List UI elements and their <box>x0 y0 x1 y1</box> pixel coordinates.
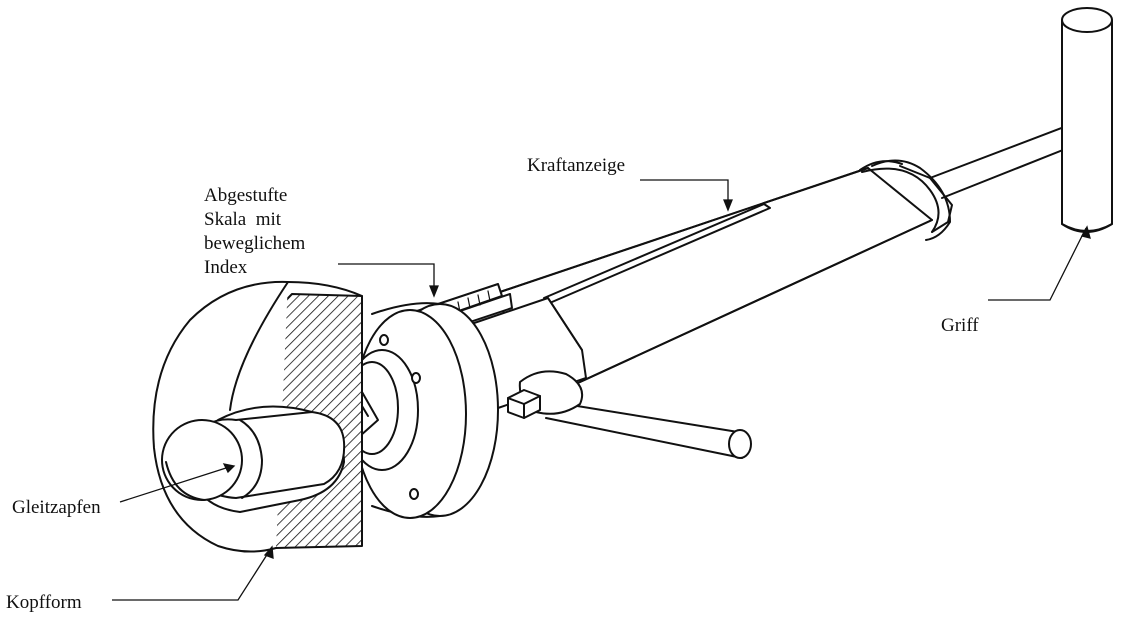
label-griff: Griff <box>941 315 979 336</box>
label-gleitzapfen: Gleitzapfen <box>12 497 101 518</box>
label-skala-line-1: Abgestufte <box>204 185 288 206</box>
griff-handle <box>929 7 1113 233</box>
kopfform-leader <box>112 549 271 601</box>
griff-arrowhead <box>1081 225 1091 239</box>
leader-lines <box>112 179 1091 601</box>
label-skala-line-4: Index <box>204 257 248 278</box>
label-skala-line-2: Skala mit <box>204 209 282 230</box>
kopfform <box>152 280 363 553</box>
kraftanzeige-leader <box>640 179 729 206</box>
skala-arrowhead <box>429 285 439 298</box>
kopfform-arrowhead <box>263 545 274 559</box>
label-skala-line-3: beweglichem <box>204 233 306 254</box>
gleitzapfen-leader <box>119 467 227 503</box>
kraftanzeige-arrowhead <box>723 199 733 212</box>
label-kopfform: Kopfform <box>6 592 82 613</box>
label-kraftanzeige: Kraftanzeige <box>527 155 626 176</box>
label-skala: Abgestufte Skala mit beweglichem Index <box>204 184 305 280</box>
griff-leader <box>988 227 1087 301</box>
gleitzapfen-arrowhead <box>222 463 236 474</box>
skala-leader <box>338 263 435 292</box>
side-lever <box>507 370 752 459</box>
